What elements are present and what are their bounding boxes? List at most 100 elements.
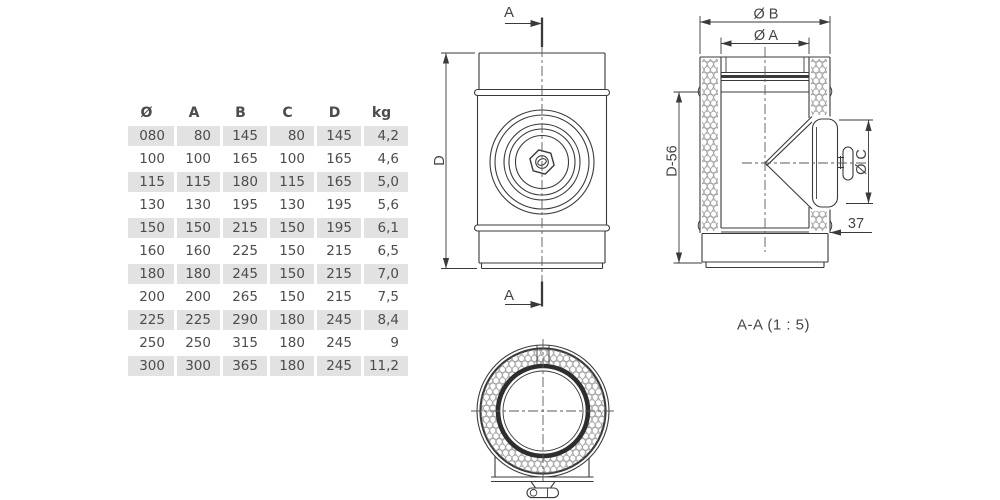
dim-inner-diameter-label: Ø A [754,28,779,44]
dim-body-height-label: D-56 [665,145,681,176]
section-label-top: A [504,4,514,21]
spec-table-header: Ø A B C D kg [128,103,408,123]
table-cell: 130 [128,195,174,215]
section-mark-top: A [504,4,544,47]
section-view-label: A-A (1 : 5) [737,317,810,334]
table-cell: 180 [270,333,314,353]
table-cell: 165 [223,149,267,169]
table-cell: 150 [270,287,314,307]
table-cell: 11,2 [364,356,408,376]
table-cell: 150 [270,218,314,238]
table-cell: 365 [223,356,267,376]
table-cell: 080 [128,126,174,146]
table-cell: 100 [128,149,174,169]
door-handle [838,146,854,181]
dim-offset-37: 37 [830,216,872,236]
table-cell: 80 [270,126,314,146]
table-cell: 265 [223,287,267,307]
table-cell: 225 [128,310,174,330]
dim-offset-label: 37 [848,216,864,232]
table-cell: 4,2 [364,126,408,146]
table-cell: 160 [177,241,220,261]
dim-body-height: D-56 [665,91,702,264]
table-cell: 195 [223,195,267,215]
section-view-drawing: A-A (1 : 5) [471,317,810,499]
dim-inner-diameter: Ø A [720,28,810,54]
table-cell: 100 [177,149,220,169]
table-cell: 245 [317,333,361,353]
column-header-b: B [235,105,246,121]
table-cell: 4,6 [364,149,408,169]
table-cell: 215 [317,241,361,261]
dim-door-diameter-label: Ø C [854,149,870,175]
table-cell: 6,5 [364,241,408,261]
table-cell: 300 [128,356,174,376]
table-cell: 130 [177,195,220,215]
table-cell: 145 [223,126,267,146]
table-cell: 245 [317,310,361,330]
table-cell: 215 [317,264,361,284]
table-cell: 225 [223,241,267,261]
handle-bottom-view [491,456,594,499]
table-cell: 215 [223,218,267,238]
table-cell: 100 [270,149,314,169]
table-cell: 80 [177,126,220,146]
table-cell: 200 [177,287,220,307]
side-view-drawing: Ø B Ø A Ø C D-56 [665,7,873,269]
table-cell: 6,1 [364,218,408,238]
table-cell: 180 [270,356,314,376]
dim-height-d: D [432,52,477,269]
dim-outer-diameter: Ø B [699,7,831,54]
table-cell: 5,6 [364,195,408,215]
dim-outer-diameter-label: Ø B [754,7,779,23]
table-cell: 180 [177,264,220,284]
table-cell: 145 [317,126,361,146]
table-cell: 200 [128,287,174,307]
table-cell: 250 [128,333,174,353]
table-cell: 7,5 [364,287,408,307]
section-label-bottom: A [504,287,514,304]
dim-height-label: D [432,155,448,165]
table-cell: 150 [128,218,174,238]
dim-door-diameter: Ø C [839,119,873,204]
table-cell: 315 [223,333,267,353]
table-cell: 8,4 [364,310,408,330]
table-cell: 115 [128,172,174,192]
table-cell: 195 [317,218,361,238]
table-cell: 130 [270,195,314,215]
column-header-d: D [328,105,341,121]
table-cell: 150 [270,264,314,284]
table-cell: 150 [177,218,220,238]
table-cell: 7,0 [364,264,408,284]
table-cell: 180 [270,310,314,330]
table-cell: 195 [317,195,361,215]
table-cell: 165 [317,172,361,192]
column-header-a: A [188,105,200,121]
column-header-c: C [282,105,293,121]
table-cell: 165 [317,149,361,169]
table-cell: 115 [177,172,220,192]
table-cell: 300 [177,356,220,376]
table-cell: 9 [364,333,408,353]
table-cell: 150 [270,241,314,261]
section-mark-bottom: A [504,281,544,308]
table-cell: 290 [223,310,267,330]
table-cell: 245 [223,264,267,284]
table-cell: 160 [128,241,174,261]
table-cell: 250 [177,333,220,353]
table-cell: 115 [270,172,314,192]
